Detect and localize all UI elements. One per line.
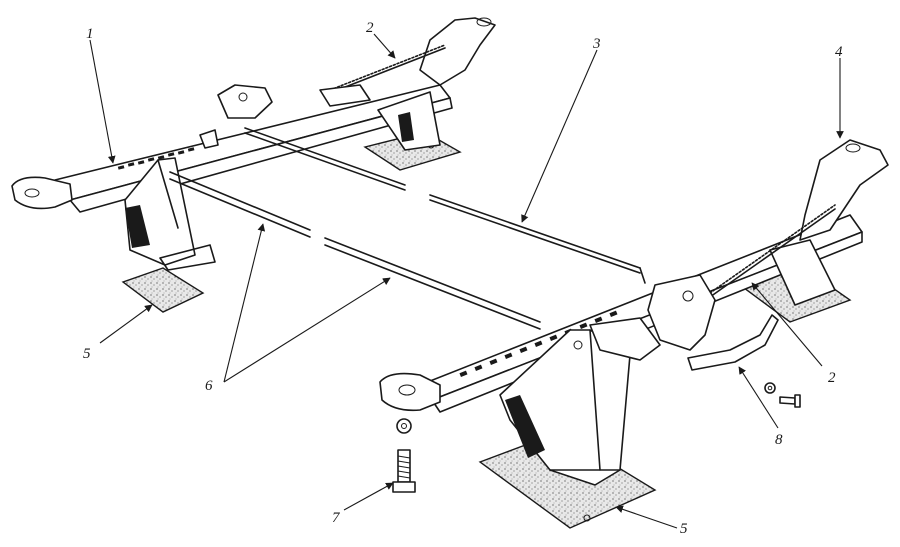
callouts: 1 2 3 4 5 6 2 8 7 5 [83,20,843,537]
right-seat-rail [379,139,889,486]
left-seat-rail [11,17,496,271]
callout-2-lower: 2 [828,370,836,386]
floor-pad-front-left [121,267,205,313]
connecting-rod-upper [244,127,646,284]
callout-5-left: 5 [83,346,91,362]
rail-adjust-slots-left [117,147,195,170]
callout-8: 8 [775,432,783,448]
leader-lines [89,33,844,529]
callout-7: 7 [332,510,341,526]
connecting-rod-lower [169,171,541,330]
callout-6: 6 [205,378,213,394]
callout-1: 1 [86,26,94,42]
callout-4: 4 [835,44,843,60]
screw-small [779,394,801,408]
rail-adjust-slots-right [459,310,618,377]
lock-washer [396,418,412,434]
bolt-7 [392,449,416,493]
callout-2-upper: 2 [366,20,374,36]
washer-small [764,382,776,394]
callout-3: 3 [592,36,601,52]
callout-5-right: 5 [680,521,688,537]
